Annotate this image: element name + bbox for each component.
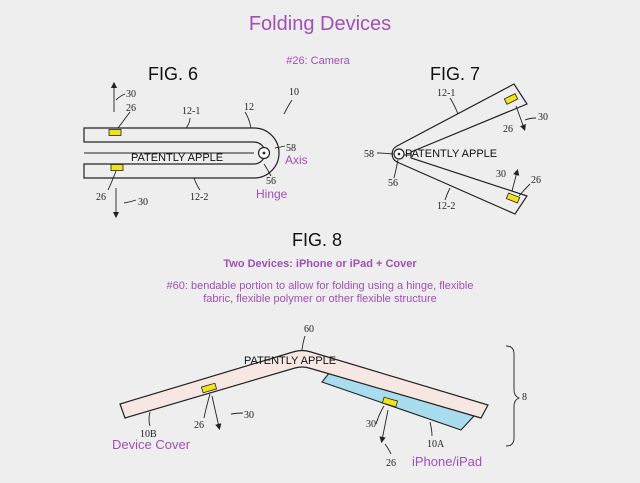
fig7-camera-bottom (505, 192, 521, 204)
fig8-desc-line1: #60: bendable portion to allow for foldi… (167, 280, 474, 292)
fig7-camera-top (503, 93, 519, 105)
fig8-arrow-cover (211, 395, 222, 431)
fig7-ref-30b: 30 (496, 169, 506, 180)
fig7-label: FIG. 7 (430, 64, 480, 84)
fig8-bracket (505, 345, 521, 447)
fig6-leader-30a (115, 93, 126, 101)
fig7-leader-30a (524, 117, 537, 121)
fig8-leader-10a (429, 421, 433, 437)
fig6-ref-12-2: 12-2 (190, 192, 208, 203)
fig8-leader-26a (203, 393, 211, 419)
fig8-ref-30b: 30 (366, 419, 376, 430)
fig8-heading: Two Devices: iPhone or iPad + Cover (223, 258, 417, 270)
fig7-arrow-up (511, 168, 520, 192)
fig6-leader-12-2 (193, 177, 201, 191)
fig6-diagram: FIG. 6 PATENTLY APPLE 30 26 12-1 12 10 5… (83, 64, 308, 219)
fig8-device-label: iPhone/iPad (412, 454, 482, 469)
fig6-ref-58: 58 (286, 143, 296, 154)
fig7-leader-26b (518, 183, 531, 197)
fig6-ref-26a: 26 (126, 103, 136, 114)
fig7-device-outline (391, 83, 528, 215)
fig7-diagram: FIG. 7 PATENTLY APPLE 12-1 30 26 58 56 3… (364, 64, 548, 215)
fig6-leader-30b (123, 199, 137, 204)
page-title: Folding Devices (249, 13, 391, 35)
fig6-axis-label: Axis (285, 153, 308, 167)
fig6-leader-26b (107, 170, 117, 191)
fig6-device-outline (83, 127, 280, 179)
fig7-ref-58: 58 (364, 149, 374, 160)
fig8-desc-line2: fabric, flexible polymer or other flexib… (203, 293, 437, 305)
fig6-ref-10: 10 (289, 87, 299, 98)
fig7-axis-dot (397, 152, 401, 156)
fig7-watermark: PATENTLY APPLE (405, 148, 497, 160)
fig8-diagram: FIG. 8 Two Devices: iPhone or iPad + Cov… (112, 230, 527, 469)
fig8-label: FIG. 8 (292, 230, 342, 250)
fig7-leader-56 (393, 159, 399, 179)
fig6-ref-30a: 30 (126, 89, 136, 100)
fig6-ref-12: 12 (244, 102, 254, 113)
fig7-leader-12-1 (449, 97, 459, 115)
fig7-ref-26a: 26 (503, 124, 513, 135)
fig6-watermark: PATENTLY APPLE (131, 152, 223, 164)
fig7-ref-30a: 30 (538, 112, 548, 123)
fig6-ref-12-1: 12-1 (182, 106, 200, 117)
fig8-ref-60: 60 (304, 324, 314, 335)
fig6-ref-26b: 26 (96, 192, 106, 203)
fig8-leader-30b (375, 405, 385, 425)
fig7-ref-56: 56 (388, 178, 398, 189)
fig6-ref-30b: 30 (138, 197, 148, 208)
camera-subtitle: #26: Camera (286, 55, 350, 67)
fig6-ref-56: 56 (266, 176, 276, 187)
fig6-leader-12-1 (185, 117, 191, 129)
fig8-camera-device (381, 396, 399, 408)
fig6-leader-56 (263, 163, 272, 177)
fig6-camera-top (108, 129, 122, 136)
fig8-ref-26a: 26 (194, 420, 204, 431)
fig6-label: FIG. 6 (148, 64, 198, 84)
fig6-hinge-label: Hinge (256, 187, 288, 201)
fig7-arrow-down (515, 105, 526, 131)
fig8-ref-8: 8 (522, 392, 527, 403)
fig7-ref-12-1: 12-1 (437, 88, 455, 99)
fig7-leader-58 (376, 152, 394, 155)
fig8-leader-60 (301, 335, 306, 351)
fig8-leader-26b (384, 443, 392, 455)
fig6-leader-10 (283, 99, 293, 115)
fig6-camera-bottom (110, 164, 124, 171)
fig8-camera-cover (200, 382, 218, 394)
fig6-leader-58 (274, 145, 286, 149)
fig8-ref-10b: 10B (140, 429, 157, 440)
fig6-axis-dot (262, 151, 266, 155)
fig8-ref-30a: 30 (244, 410, 254, 421)
fig8-ref-10a: 10A (427, 439, 445, 450)
fig8-watermark: PATENTLY APPLE (244, 355, 336, 367)
fig8-cover (119, 349, 489, 419)
fig6-leader-12 (244, 111, 252, 129)
fig8-ref-26b: 26 (386, 458, 396, 469)
fig6-leader-26a (117, 111, 131, 129)
fig8-cover-label: Device Cover (112, 437, 191, 452)
fig8-arrow-device (379, 409, 389, 444)
fig7-leader-12-2 (444, 187, 451, 201)
fig8-leader-30a (230, 412, 244, 415)
fig8-leader-10b (148, 411, 151, 427)
fig7-ref-12-2: 12-2 (437, 201, 455, 212)
fig7-ref-26b: 26 (531, 175, 541, 186)
